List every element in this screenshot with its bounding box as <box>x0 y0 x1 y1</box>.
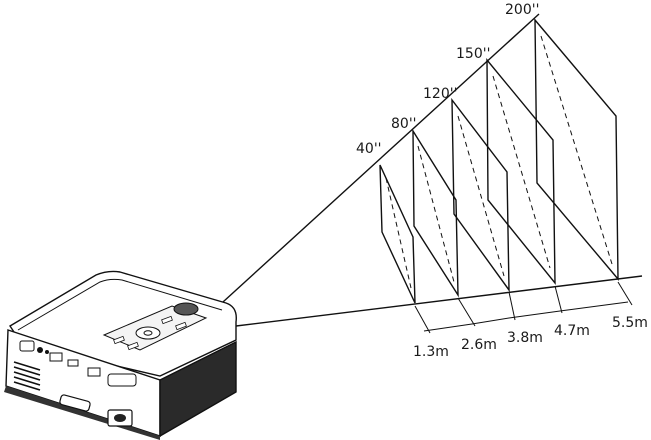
screen-120 <box>452 100 509 290</box>
distance-label-3: 3.8m <box>507 330 543 346</box>
screen-80 <box>413 131 458 295</box>
screen-200 <box>535 20 618 279</box>
projector-illustration <box>4 271 236 440</box>
size-label-80: 80'' <box>391 116 417 132</box>
size-label-150: 150'' <box>456 46 490 62</box>
distance-label-4: 4.7m <box>554 323 590 339</box>
screen-150 <box>487 60 555 283</box>
projection-beam <box>212 14 642 326</box>
screen-40 <box>380 165 415 303</box>
distance-label-1: 1.3m <box>413 344 449 360</box>
size-label-200: 200'' <box>505 2 539 18</box>
size-label-120: 120'' <box>423 86 457 102</box>
distance-label-2: 2.6m <box>461 337 497 353</box>
distance-label-5: 5.5m <box>612 315 648 331</box>
size-label-40: 40'' <box>356 141 382 157</box>
distance-scale <box>415 282 632 333</box>
